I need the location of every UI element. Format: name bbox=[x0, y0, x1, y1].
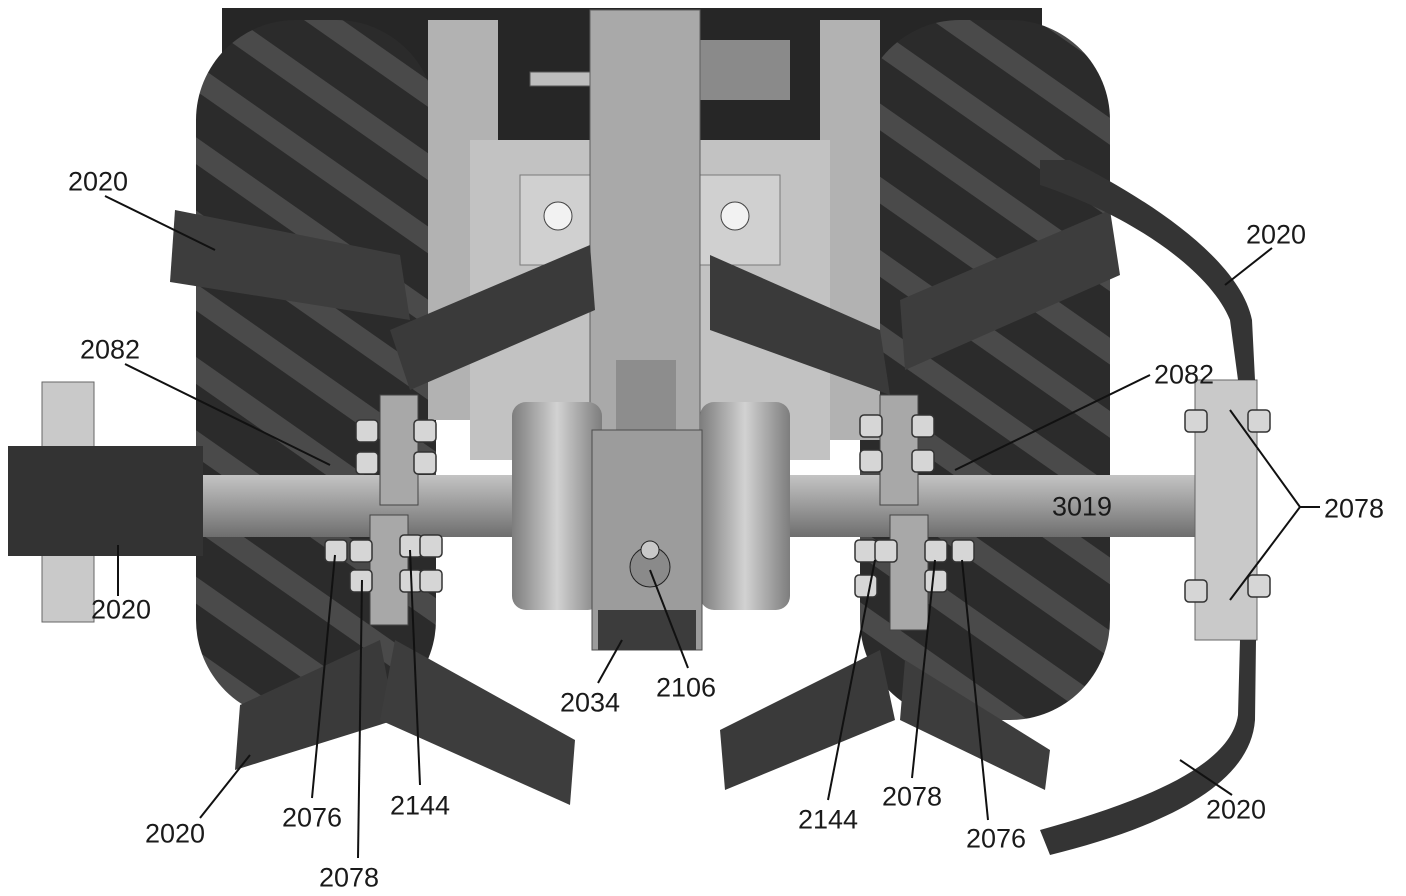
right-upper-blade bbox=[710, 255, 890, 395]
callout-label: 2082 bbox=[79, 334, 141, 365]
callout-label: 2076 bbox=[965, 823, 1027, 854]
callout-label: 2020 bbox=[90, 594, 152, 625]
leader-lines bbox=[104, 195, 1320, 859]
callout-label: 2020 bbox=[1205, 794, 1267, 825]
callout-label: 3019 bbox=[1051, 491, 1113, 522]
hydraulic-fitting bbox=[700, 40, 790, 100]
right-upper-blade-outer bbox=[900, 210, 1120, 370]
left-end-blade bbox=[8, 446, 203, 556]
left-upper-blade bbox=[170, 210, 410, 320]
callout-label: 2020 bbox=[144, 818, 206, 849]
right-curved-tine-lower bbox=[1040, 640, 1256, 855]
callout-label: 2076 bbox=[281, 802, 343, 833]
left-lower-blade bbox=[235, 640, 395, 770]
callout-label: 2106 bbox=[655, 672, 717, 703]
callout-label: 2082 bbox=[1153, 359, 1215, 390]
right-flange-lower bbox=[889, 514, 929, 631]
right-curved-tine bbox=[1040, 160, 1255, 380]
housing-hole bbox=[720, 201, 750, 231]
nuts bbox=[324, 409, 1271, 603]
housing-hole bbox=[543, 201, 573, 231]
left-hub bbox=[512, 402, 602, 610]
left-lower-blade-outer bbox=[380, 640, 575, 805]
callout-label: 2144 bbox=[389, 790, 451, 821]
callout-label: 2020 bbox=[1245, 219, 1307, 250]
callout-label: 2034 bbox=[559, 687, 621, 718]
right-lower-blade bbox=[720, 650, 895, 790]
right-hub bbox=[700, 402, 790, 610]
callout-label: 2144 bbox=[797, 804, 859, 835]
callout-label: 2078 bbox=[881, 781, 943, 812]
callout-label: 2078 bbox=[318, 862, 380, 893]
gearbox-base bbox=[598, 610, 696, 650]
callout-label: 2078 bbox=[1323, 493, 1385, 524]
center-bolt-head bbox=[640, 540, 660, 560]
callout-label: 2020 bbox=[67, 166, 129, 197]
left-upper-blade-inner bbox=[390, 245, 595, 390]
left-flange-upper bbox=[379, 394, 419, 506]
right-flange-upper bbox=[879, 394, 919, 506]
right-lower-blade-outer bbox=[900, 660, 1050, 790]
